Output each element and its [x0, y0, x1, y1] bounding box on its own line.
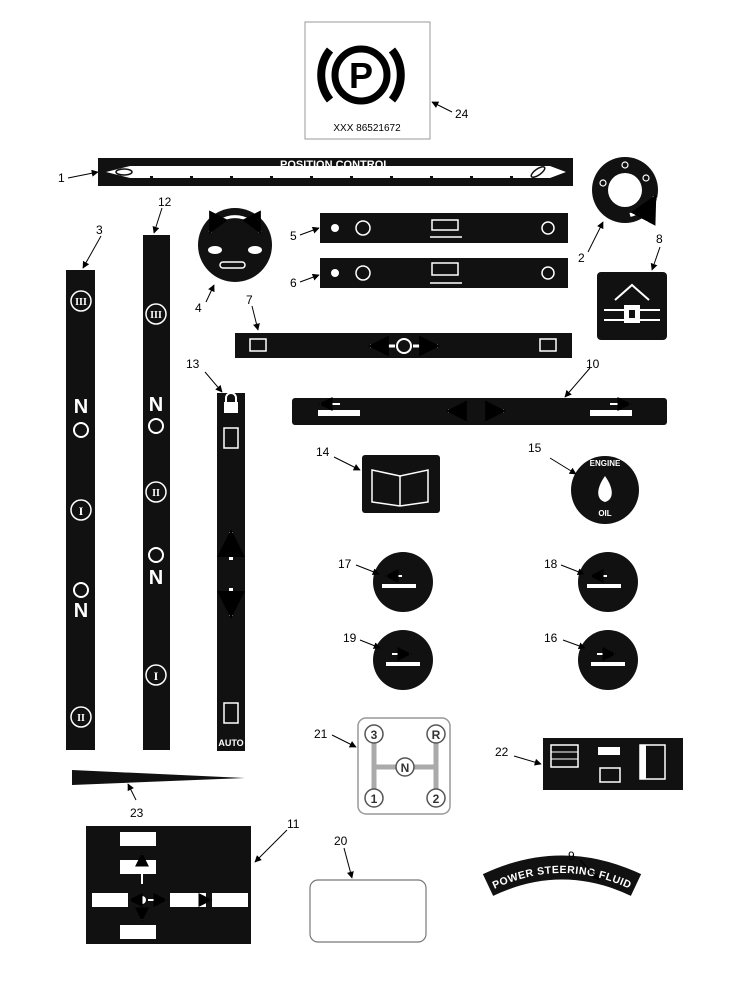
range-3-label-1: N: [74, 396, 88, 418]
sun-icon-2: [331, 269, 339, 277]
sun-icon: [331, 224, 339, 232]
callout-17: 17: [338, 557, 352, 571]
decal-16-hydraulic-lever: [578, 630, 638, 690]
gear-label-1: R: [432, 728, 441, 742]
lowered-implement-icon: [115, 168, 133, 176]
decal-23-wedge-strip: [72, 770, 245, 785]
oil-drop-icon: [598, 476, 612, 502]
decal-7-drive-selector: [235, 333, 572, 358]
start-arrow-icon: [629, 194, 657, 226]
range-3-label-4: II: [77, 713, 85, 724]
engine-oil-bottom: OIL: [598, 509, 611, 518]
callout-14: 14: [316, 445, 330, 459]
callout-12: 12: [158, 195, 172, 209]
decal-14-operator-manual: [362, 455, 440, 513]
turtle-icon: [73, 422, 89, 438]
decal-1-position-control: POSITION CONTROL: [98, 158, 573, 186]
4wd-icon: [539, 338, 557, 352]
turtle-icon-4: [148, 547, 164, 563]
callout-6: 6: [290, 276, 297, 290]
gear-label-2: N: [401, 761, 410, 775]
parking-brake-symbol: P: [349, 55, 373, 96]
turtle-icon-3: [148, 418, 164, 434]
filter-icon: [550, 744, 579, 768]
raised-implement-icon: [530, 166, 546, 178]
callout-7: 7: [246, 293, 253, 307]
decal-8-diff-lock: [597, 272, 667, 340]
range-12-label-2: II: [152, 488, 160, 499]
rabbit-icon: [208, 246, 222, 254]
decal-12-range-strip: III N II N I: [143, 235, 170, 750]
range-12-label-0: III: [150, 310, 162, 321]
callout-3: 3: [96, 223, 103, 237]
2wd-icon: [249, 338, 267, 352]
decal-4-speed-dial: [198, 208, 272, 282]
decal-10-hydraulic-bar: [292, 397, 667, 425]
turtle-icon-5: [248, 246, 262, 254]
callout-1: 1: [58, 171, 65, 185]
padlock-icon: [629, 310, 635, 318]
gear-label-4: 2: [433, 792, 440, 806]
manual-icon: [599, 767, 621, 783]
decal-5-slide-bar: [320, 213, 568, 243]
callout-9: 9: [568, 849, 575, 863]
decal-24-parking-brake: P XXX 86521672: [304, 21, 431, 140]
decal-20-blank: [309, 879, 427, 943]
decal-3-range-strip: III N I N II: [66, 270, 95, 750]
decal-15-engine-oil: ENGINE OIL: [571, 456, 639, 524]
range-3-label-0: III: [75, 297, 87, 308]
callout-16: 16: [544, 631, 558, 645]
decal-11-hydraulic-panel: [86, 826, 251, 944]
callout-11: 11: [287, 817, 300, 831]
range-12-label-4: I: [154, 669, 159, 683]
range-12-label-1: N: [149, 394, 163, 416]
callout-22: 22: [495, 745, 509, 759]
range-12-label-3: N: [149, 567, 163, 589]
decal-21-gear-pattern: 3 R N 1 2: [357, 717, 451, 815]
decal-6-slide-bar: [320, 258, 568, 288]
callout-10: 10: [586, 357, 600, 371]
decal-9-power-steering-fluid: POWER STEERING FLUID: [482, 855, 642, 896]
decal-13-4wd-strip: AUTO: [217, 392, 245, 751]
callout-19: 19: [343, 631, 357, 645]
decal-19-hydraulic-lever: [373, 630, 433, 690]
callout-18: 18: [544, 557, 558, 571]
gear-label-0: 3: [371, 728, 378, 742]
turtle-icon-2: [73, 582, 89, 598]
decal-22-filter: [543, 738, 683, 790]
callout-2: 2: [578, 251, 585, 265]
callout-8: 8: [656, 232, 663, 246]
lock-icon: [224, 402, 238, 413]
parking-brake-code: XXX 86521672: [333, 123, 401, 134]
callout-24: 24: [455, 107, 469, 121]
auto-label: AUTO: [218, 738, 243, 748]
decal-2-key-switch-ring: [592, 157, 658, 226]
callout-23: 23: [130, 806, 144, 820]
engine-oil-top: ENGINE: [590, 459, 621, 468]
callout-15: 15: [528, 441, 542, 455]
callout-4: 4: [195, 301, 202, 315]
decal-18-hydraulic-lever: [578, 552, 638, 612]
callout-20: 20: [334, 834, 348, 848]
gear-label-3: 1: [371, 792, 378, 806]
range-3-label-3: N: [74, 600, 88, 622]
callout-21: 21: [314, 727, 328, 741]
decal-17-hydraulic-lever: [373, 552, 433, 612]
callout-13: 13: [186, 357, 200, 371]
range-3-label-2: I: [79, 504, 84, 518]
callout-5: 5: [290, 229, 297, 243]
